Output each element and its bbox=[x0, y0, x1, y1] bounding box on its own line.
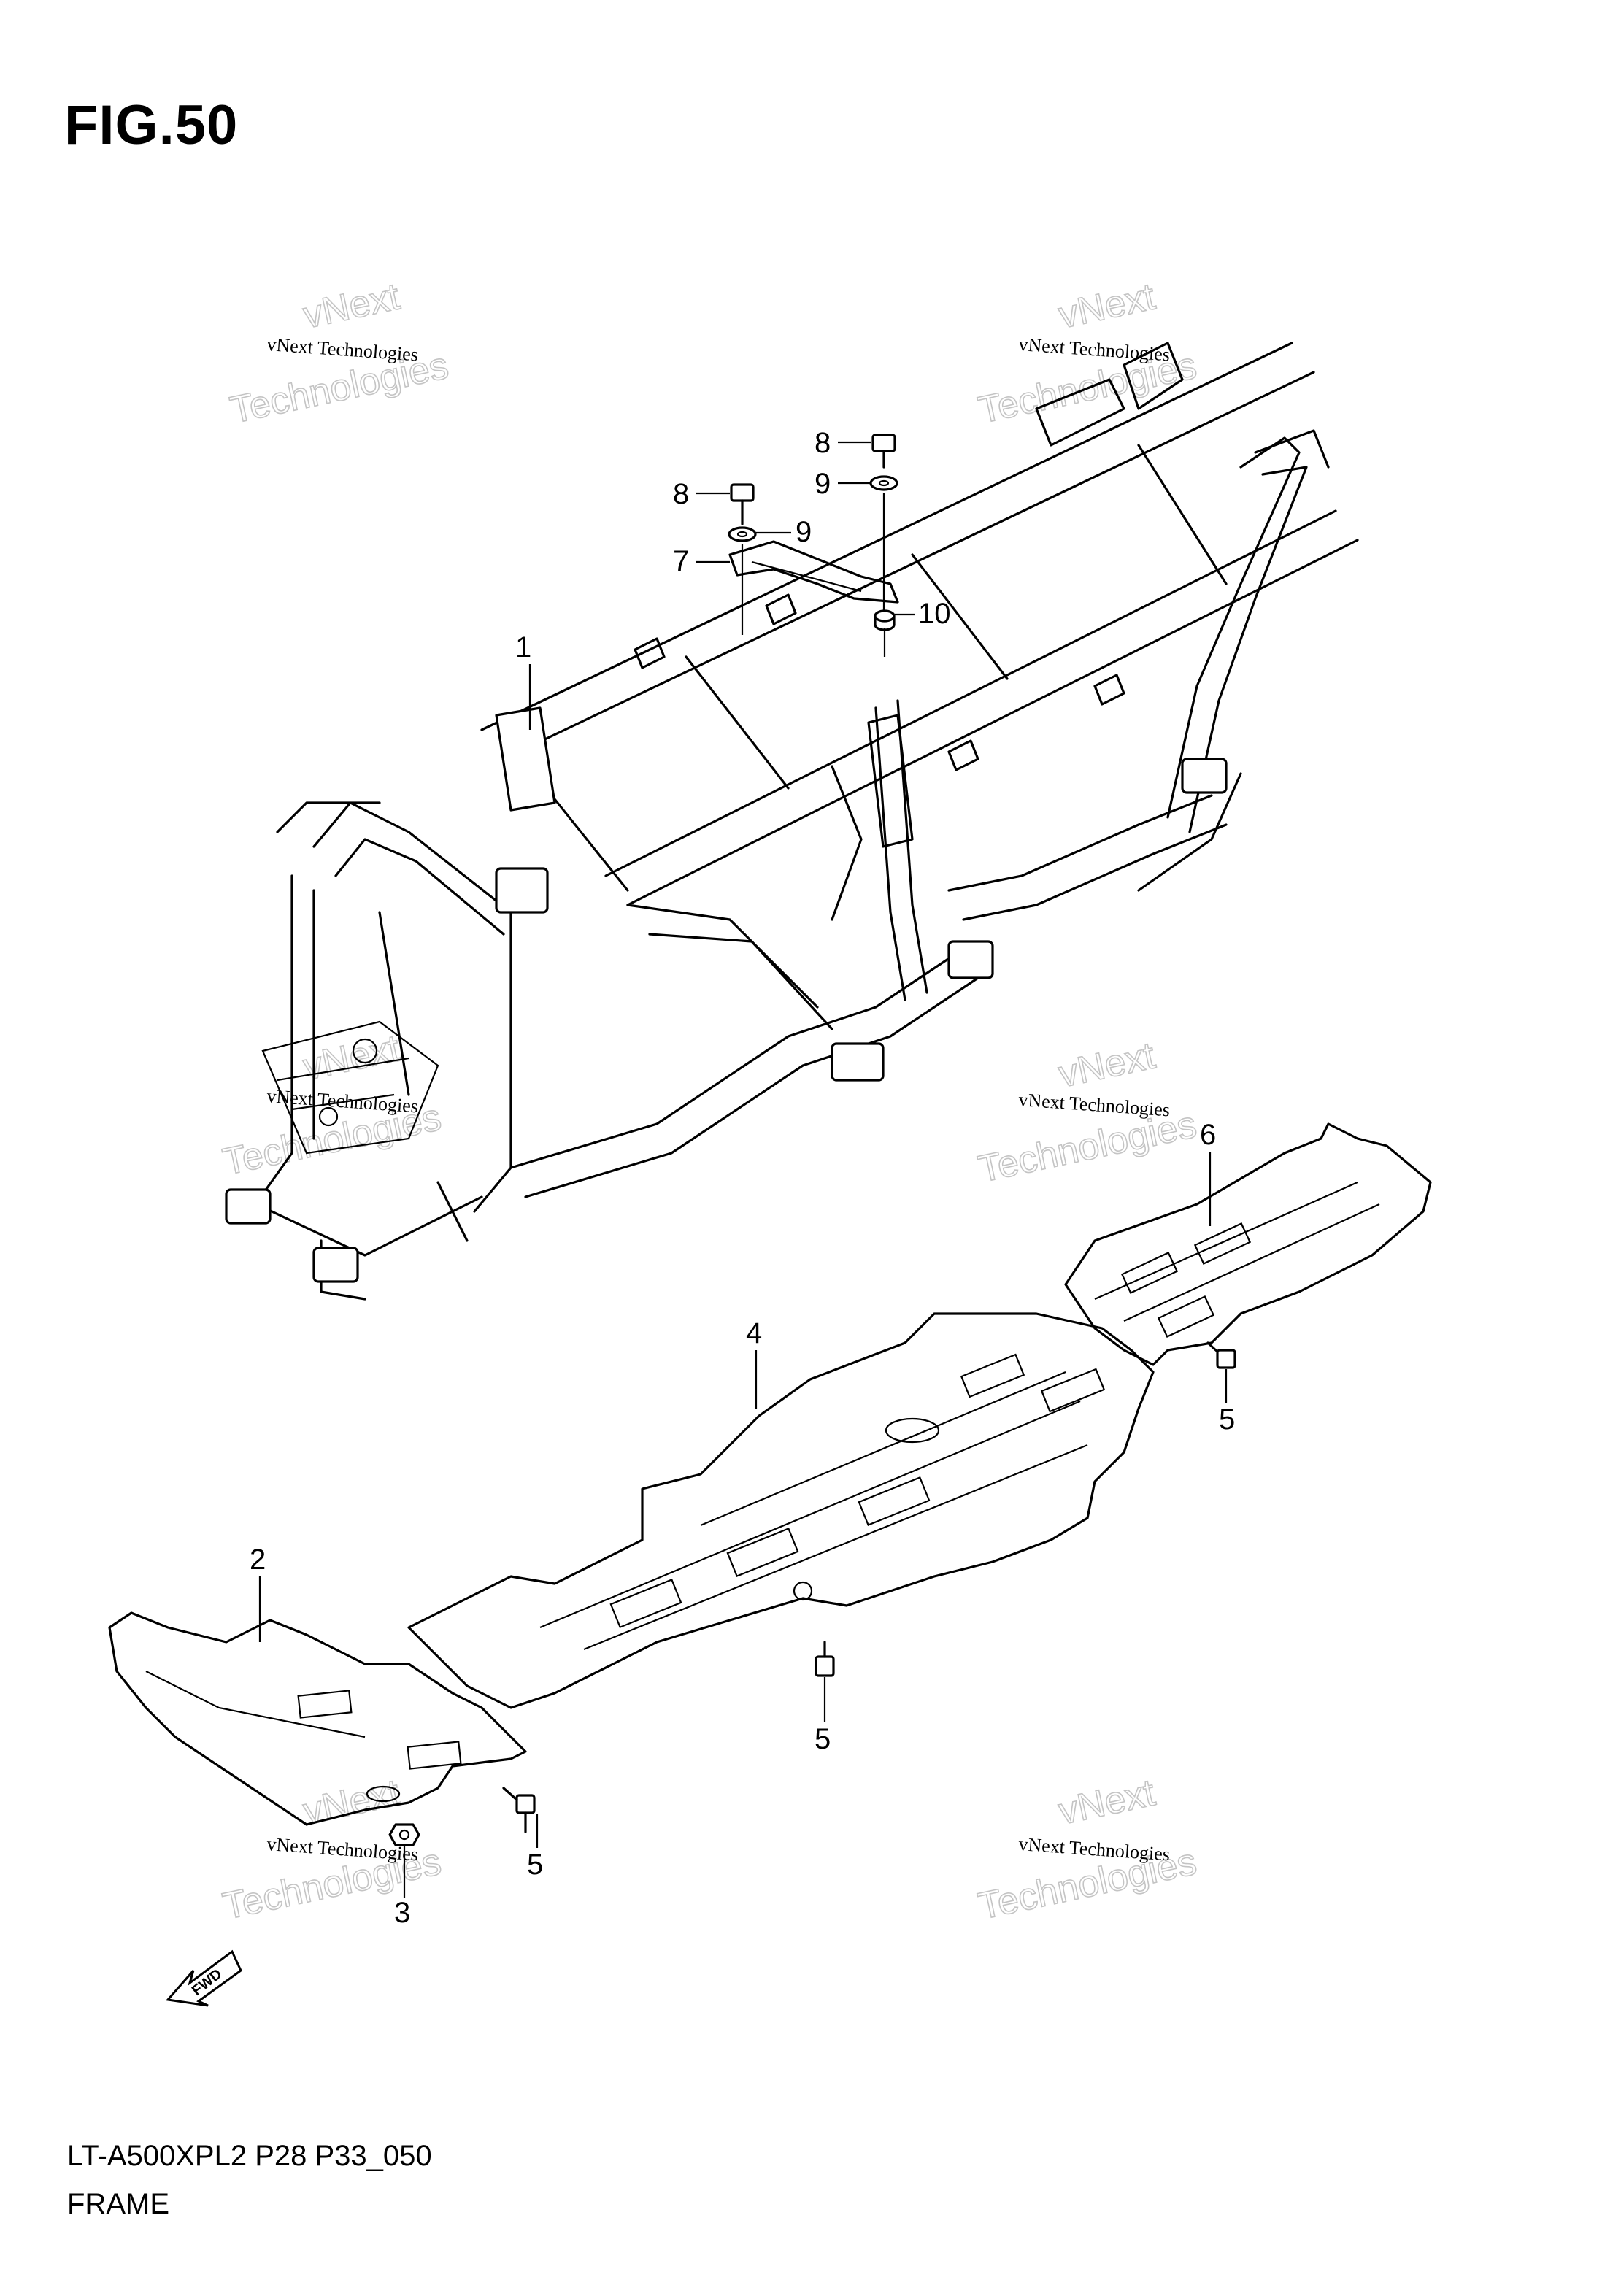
bolt-part-5b bbox=[815, 1641, 835, 1677]
collar-part-10 bbox=[874, 609, 896, 631]
svg-text:vNext Technologies: vNext Technologies bbox=[1018, 1089, 1171, 1120]
nut-part-3 bbox=[388, 1823, 420, 1846]
washer-part-9a bbox=[728, 526, 757, 542]
watermark-top-left: vNext Technologies vNext Technologies bbox=[226, 274, 453, 432]
center-skid-plate-part-4 bbox=[407, 1312, 1155, 1709]
mount-block bbox=[312, 1247, 359, 1283]
svg-text:vNext: vNext bbox=[1055, 1034, 1159, 1095]
svg-text:vNext Technologies: vNext Technologies bbox=[1018, 1833, 1171, 1865]
svg-text:vNext: vNext bbox=[299, 1027, 404, 1088]
svg-text:vNext Technologies: vNext Technologies bbox=[1018, 334, 1171, 365]
rear-skid-guard-part-6 bbox=[1064, 1122, 1432, 1366]
callout-5b: 5 bbox=[815, 1723, 831, 1755]
svg-text:vNext: vNext bbox=[299, 1771, 404, 1833]
callout-6: 6 bbox=[1200, 1119, 1216, 1151]
callout-2: 2 bbox=[250, 1544, 266, 1576]
section-name: FRAME bbox=[67, 2188, 169, 2220]
bracket-part-7 bbox=[728, 540, 899, 604]
callout-3: 3 bbox=[394, 1897, 410, 1929]
mount-block bbox=[1181, 758, 1228, 794]
watermark-mid-left: vNext Technologies vNext Technologies bbox=[219, 1026, 446, 1184]
mount-block bbox=[831, 1042, 885, 1082]
svg-text:vNext: vNext bbox=[1055, 1771, 1159, 1833]
svg-text:vNext: vNext bbox=[1055, 275, 1159, 336]
callout-9b: 9 bbox=[815, 468, 831, 500]
watermark-mid-right: vNext Technologies vNext Technologies bbox=[974, 1033, 1201, 1191]
callout-7: 7 bbox=[673, 545, 689, 577]
callout-1: 1 bbox=[515, 631, 531, 663]
washer-part-9b bbox=[869, 475, 898, 491]
watermark-top-right: vNext Technologies vNext Technologies bbox=[974, 274, 1201, 432]
callout-8a: 8 bbox=[673, 478, 689, 510]
svg-text:vNext: vNext bbox=[299, 275, 404, 336]
callout-9a: 9 bbox=[796, 516, 812, 548]
front-skid-plate-part-2 bbox=[108, 1611, 527, 1826]
main-frame-part bbox=[225, 342, 1359, 1301]
bolt-part-5c bbox=[1206, 1341, 1236, 1369]
callout-8b: 8 bbox=[815, 427, 831, 459]
callout-5a: 5 bbox=[527, 1849, 543, 1881]
callouts: 1 2 3 4 5 5 5 6 7 8 8 9 9 10 bbox=[250, 427, 1235, 1929]
watermark-bottom-right: vNext Technologies vNext Technologies bbox=[974, 1771, 1201, 1928]
mount-block bbox=[225, 1188, 272, 1225]
svg-text:vNext Technologies: vNext Technologies bbox=[266, 334, 419, 365]
watermark-bottom-left: vNext Technologies vNext Technologies bbox=[219, 1771, 446, 1928]
bolt-part-5a bbox=[502, 1787, 536, 1833]
mount-block bbox=[947, 940, 994, 979]
fwd-arrow-icon: FWD bbox=[166, 1949, 242, 2007]
callout-5c: 5 bbox=[1219, 1403, 1235, 1436]
figure-title: FIG.50 bbox=[64, 94, 239, 156]
callout-4: 4 bbox=[746, 1317, 762, 1349]
callout-10: 10 bbox=[918, 598, 951, 630]
bolt-part-8a bbox=[730, 483, 755, 525]
mount-block bbox=[495, 867, 549, 914]
bolt-part-8b bbox=[871, 434, 896, 469]
model-code: LT-A500XPL2 P28 P33_050 bbox=[67, 2140, 432, 2172]
